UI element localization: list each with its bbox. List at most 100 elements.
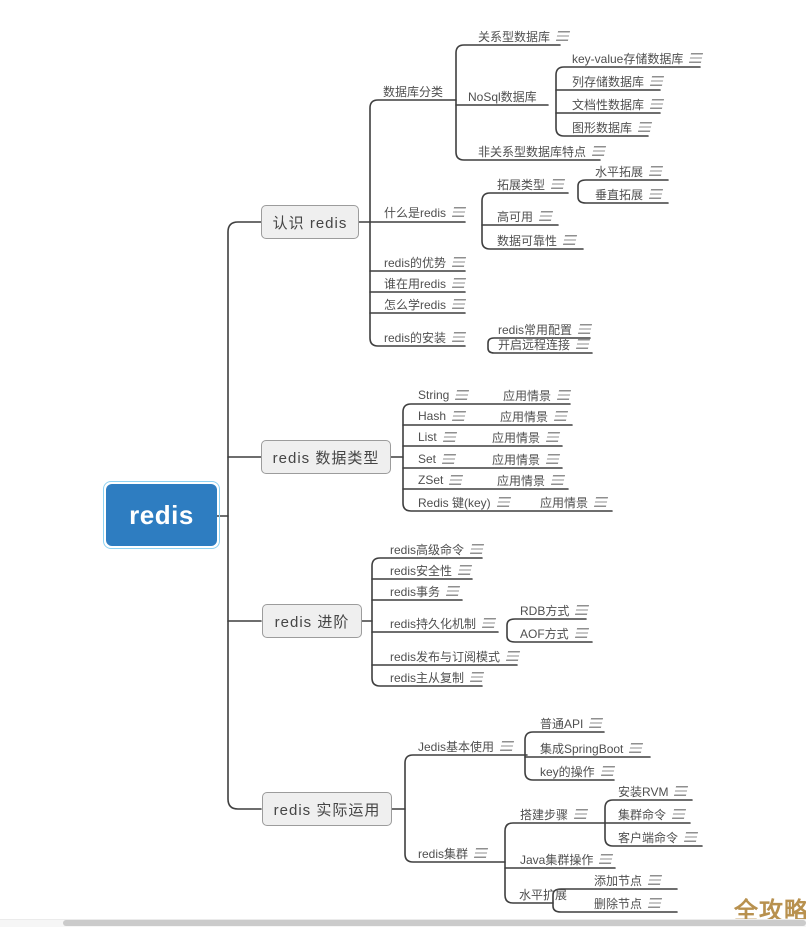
node-common-config[interactable]: redis常用配置 [498, 321, 593, 337]
root-node[interactable]: redis [106, 484, 217, 546]
node-setup-steps[interactable]: 搭建步骤 [520, 806, 589, 822]
notes-icon[interactable] [600, 766, 615, 776]
node-type-set[interactable]: Set [418, 451, 457, 467]
node-column-store-db[interactable]: 列存储数据库 [572, 73, 665, 89]
notes-icon[interactable] [574, 628, 589, 638]
notes-icon[interactable] [555, 31, 571, 41]
notes-icon[interactable] [451, 278, 467, 288]
notes-icon[interactable] [451, 411, 467, 421]
node-transactions[interactable]: redis事务 [390, 583, 461, 599]
node-redis-advantages[interactable]: redis的优势 [384, 254, 467, 270]
notes-icon[interactable] [499, 741, 515, 751]
notes-icon[interactable] [648, 189, 664, 199]
notes-icon[interactable] [473, 848, 489, 858]
notes-icon[interactable] [648, 166, 664, 176]
notes-icon[interactable] [556, 390, 572, 400]
node-type-zset[interactable]: ZSet [418, 472, 464, 488]
notes-icon[interactable] [451, 299, 467, 309]
node-nosql-db[interactable]: NoSql数据库 [468, 88, 537, 104]
notes-icon[interactable] [469, 672, 485, 682]
horizontal-scrollbar-thumb[interactable] [63, 920, 806, 926]
notes-icon[interactable] [550, 475, 566, 485]
node-kv-store-db[interactable]: key-value存储数据库 [572, 50, 704, 66]
notes-icon[interactable] [577, 324, 593, 334]
notes-icon[interactable] [649, 99, 665, 109]
node-jedis-basic[interactable]: Jedis基本使用 [418, 738, 515, 754]
node-what-is-redis[interactable]: 什么是redis [384, 204, 467, 220]
notes-icon[interactable] [637, 122, 653, 132]
node-persistence[interactable]: redis持久化机制 [390, 615, 497, 631]
node-advanced-commands[interactable]: redis高级命令 [390, 541, 485, 557]
notes-icon[interactable] [575, 605, 590, 615]
node-install-rvm[interactable]: 安装RVM [618, 783, 689, 799]
notes-icon[interactable] [647, 875, 663, 885]
notes-icon[interactable] [647, 898, 663, 908]
notes-icon[interactable] [689, 53, 704, 63]
notes-icon[interactable] [445, 586, 461, 596]
node-document-db[interactable]: 文档性数据库 [572, 96, 665, 112]
node-redis-cluster[interactable]: redis集群 [418, 845, 489, 861]
node-type-list[interactable]: List [418, 429, 457, 445]
node-rdb-mode[interactable]: RDB方式 [520, 602, 590, 618]
notes-icon[interactable] [538, 211, 554, 221]
notes-icon[interactable] [451, 332, 467, 342]
notes-icon[interactable] [451, 207, 467, 217]
node-java-cluster-ops[interactable]: Java集群操作 [520, 851, 614, 867]
node-cluster-commands[interactable]: 集群命令 [618, 806, 687, 822]
node-pubsub[interactable]: redis发布与订阅模式 [390, 648, 521, 664]
notes-icon[interactable] [449, 475, 464, 485]
node-type-hash[interactable]: Hash [418, 408, 467, 424]
notes-icon[interactable] [671, 809, 687, 819]
notes-icon[interactable] [457, 565, 473, 575]
node-expansion-type[interactable]: 拓展类型 [497, 176, 566, 192]
notes-icon[interactable] [683, 832, 699, 842]
node-security[interactable]: redis安全性 [390, 562, 473, 578]
notes-icon[interactable] [593, 497, 609, 507]
node-type-key[interactable]: Redis 键(key) [418, 494, 511, 510]
notes-icon[interactable] [550, 179, 566, 189]
notes-icon[interactable] [589, 718, 604, 728]
node-type-string[interactable]: String [418, 387, 470, 403]
node-scene-zset[interactable]: 应用情景 [497, 472, 566, 488]
notes-icon[interactable] [505, 651, 521, 661]
node-aof-mode[interactable]: AOF方式 [520, 625, 589, 641]
node-add-node[interactable]: 添加节点 [594, 872, 663, 888]
notes-icon[interactable] [674, 786, 689, 796]
node-branch-advanced[interactable]: redis 进阶 [262, 604, 362, 638]
node-scene-set[interactable]: 应用情景 [492, 451, 561, 467]
notes-icon[interactable] [469, 544, 485, 554]
notes-icon[interactable] [629, 743, 644, 753]
node-how-to-learn-redis[interactable]: 怎么学redis [384, 296, 467, 312]
node-scene-list[interactable]: 应用情景 [492, 429, 561, 445]
notes-icon[interactable] [545, 432, 561, 442]
node-horizontal-scaling[interactable]: 水平扩展 [519, 886, 567, 902]
notes-icon[interactable] [591, 146, 607, 156]
notes-icon[interactable] [442, 432, 457, 442]
notes-icon[interactable] [649, 76, 665, 86]
node-nonrelational-features[interactable]: 非关系型数据库特点 [478, 143, 607, 159]
node-delete-node[interactable]: 删除节点 [594, 895, 663, 911]
node-remote-connection[interactable]: 开启远程连接 [498, 336, 591, 352]
node-scene-string[interactable]: 应用情景 [503, 387, 572, 403]
node-vertical-expansion[interactable]: 垂直拓展 [595, 186, 664, 202]
node-replication[interactable]: redis主从复制 [390, 669, 485, 685]
node-branch-practical-use[interactable]: redis 实际运用 [262, 792, 392, 826]
node-springboot-integration[interactable]: 集成SpringBoot [540, 740, 644, 756]
notes-icon[interactable] [481, 618, 497, 628]
node-branch-data-types[interactable]: redis 数据类型 [261, 440, 391, 474]
node-client-commands[interactable]: 客户端命令 [618, 829, 699, 845]
notes-icon[interactable] [562, 235, 578, 245]
node-key-operations[interactable]: key的操作 [540, 763, 615, 779]
notes-icon[interactable] [575, 339, 591, 349]
notes-icon[interactable] [553, 411, 569, 421]
node-graph-db[interactable]: 图形数据库 [572, 119, 653, 135]
node-relational-db[interactable]: 关系型数据库 [478, 28, 571, 44]
node-plain-api[interactable]: 普通API [540, 715, 604, 731]
node-scene-key[interactable]: 应用情景 [540, 494, 609, 510]
notes-icon[interactable] [545, 454, 561, 464]
node-data-reliability[interactable]: 数据可靠性 [497, 232, 578, 248]
notes-icon[interactable] [496, 497, 511, 507]
node-db-classification[interactable]: 数据库分类 [383, 83, 443, 99]
node-high-availability[interactable]: 高可用 [497, 208, 554, 224]
notes-icon[interactable] [441, 454, 457, 464]
